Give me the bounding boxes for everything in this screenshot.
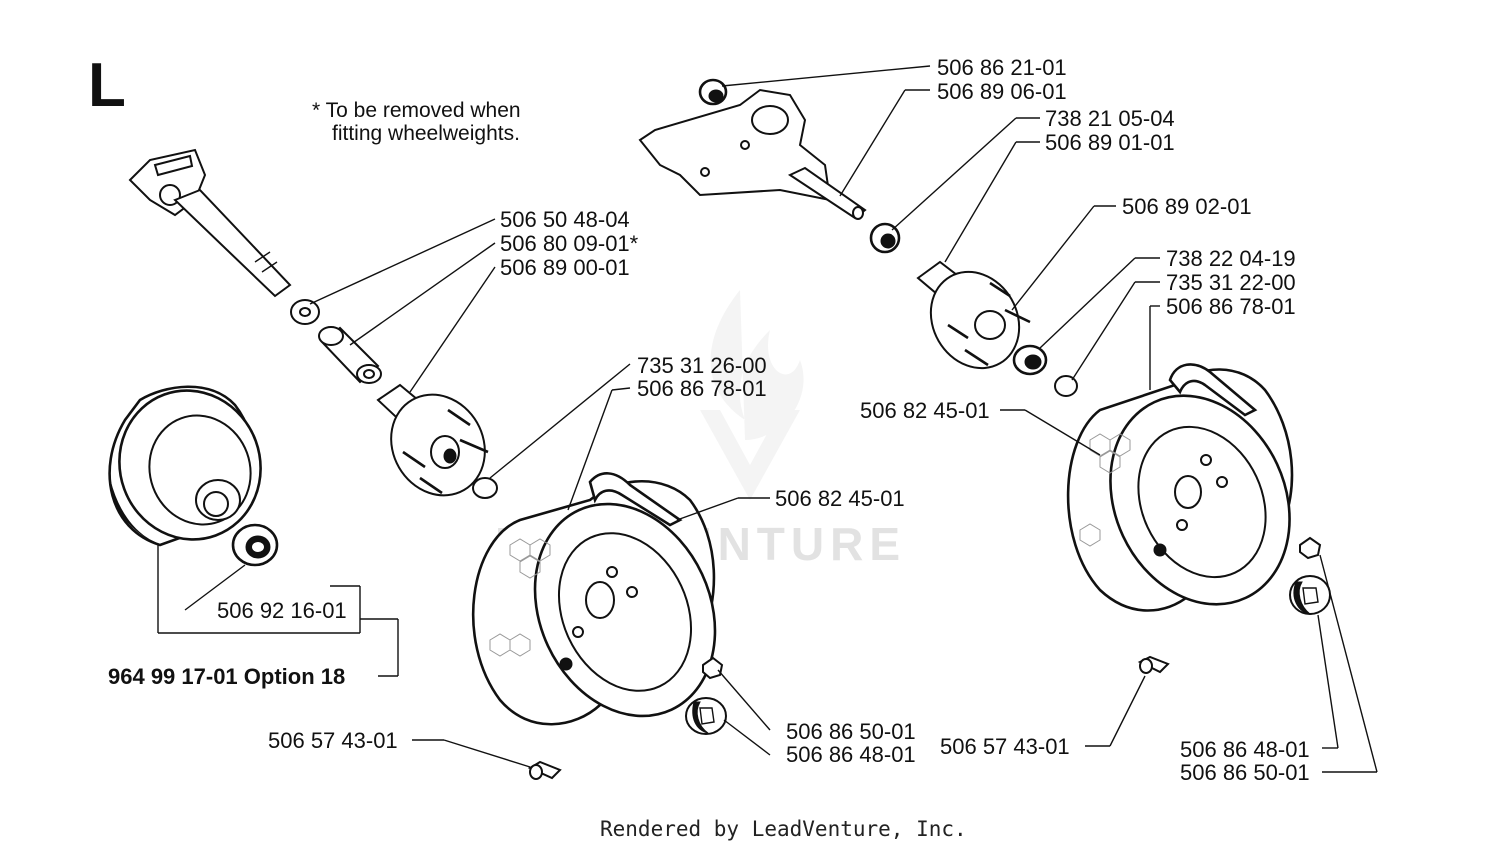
weight-kit-label: 964 99 17-01 Option 18	[108, 664, 345, 689]
watermark-logo	[700, 290, 804, 500]
left-circlip	[472, 477, 498, 499]
left-wheel	[471, 472, 717, 726]
footer-credit: Rendered by LeadVenture, Inc.	[600, 817, 967, 841]
left-part-number-6: 506 82 45-01	[775, 486, 905, 511]
right-axle-bracket	[638, 88, 867, 220]
right-part-number-3: 738 21 05-04	[1045, 106, 1175, 131]
weight-kit-bearing-number: 506 92 16-01	[217, 598, 347, 623]
left-part-number-5: 506 86 78-01	[637, 376, 767, 401]
weight-kit-bearing	[231, 523, 279, 567]
left-part-number-7: 506 86 50-01	[786, 719, 916, 744]
right-part-number-6: 738 22 04-19	[1166, 246, 1296, 271]
right-part-number-12: 506 86 50-01	[1180, 760, 1310, 785]
left-valve-stem	[527, 760, 562, 780]
left-hub-nut	[702, 656, 724, 680]
section-letter: L	[88, 51, 126, 120]
right-bearing	[869, 222, 901, 254]
right-part-number-8: 506 86 78-01	[1166, 294, 1296, 319]
right-part-number-2: 506 89 06-01	[937, 79, 1067, 104]
right-top-nut	[698, 78, 728, 106]
right-circlip	[1054, 375, 1078, 397]
weight-kit-leader-lines	[157, 545, 399, 677]
left-part-number-1: 506 50 48-04	[500, 207, 630, 232]
right-part-number-4: 506 89 01-01	[1045, 130, 1175, 155]
right-leader-lines	[721, 65, 1378, 773]
left-part-number-9: 506 57 43-01	[268, 728, 398, 753]
right-part-number-10: 506 57 43-01	[940, 734, 1070, 759]
left-part-number-4: 735 31 26-00	[637, 353, 767, 378]
right-part-number-1: 506 86 21-01	[937, 55, 1067, 80]
right-part-number-9: 506 82 45-01	[860, 398, 990, 423]
left-axle-bracket	[128, 148, 292, 298]
left-spacer-sleeve	[318, 326, 382, 384]
right-valve-stem	[1137, 655, 1170, 674]
right-wheel	[1066, 363, 1294, 612]
left-leader-lines	[309, 218, 771, 768]
right-part-number-11: 506 86 48-01	[1180, 737, 1310, 762]
right-hub-nut	[1299, 536, 1322, 560]
right-hub	[916, 260, 1031, 370]
left-hub-cap	[685, 697, 727, 735]
left-hub	[376, 383, 489, 497]
right-part-number-7: 735 31 22-00	[1166, 270, 1296, 295]
right-collar	[1012, 344, 1048, 376]
right-part-number-5: 506 89 02-01	[1122, 194, 1252, 219]
left-part-number-8: 506 86 48-01	[786, 742, 916, 767]
right-hub-cap	[1289, 575, 1331, 615]
note-line-1: * To be removed when	[312, 99, 521, 122]
left-part-number-2: 506 80 09-01*	[500, 231, 639, 256]
left-part-number-3: 506 89 00-01	[500, 255, 630, 280]
wheel-weight	[108, 385, 262, 547]
left-spacer-washer	[290, 299, 320, 325]
note-line-2: fitting wheelweights.	[332, 122, 520, 145]
